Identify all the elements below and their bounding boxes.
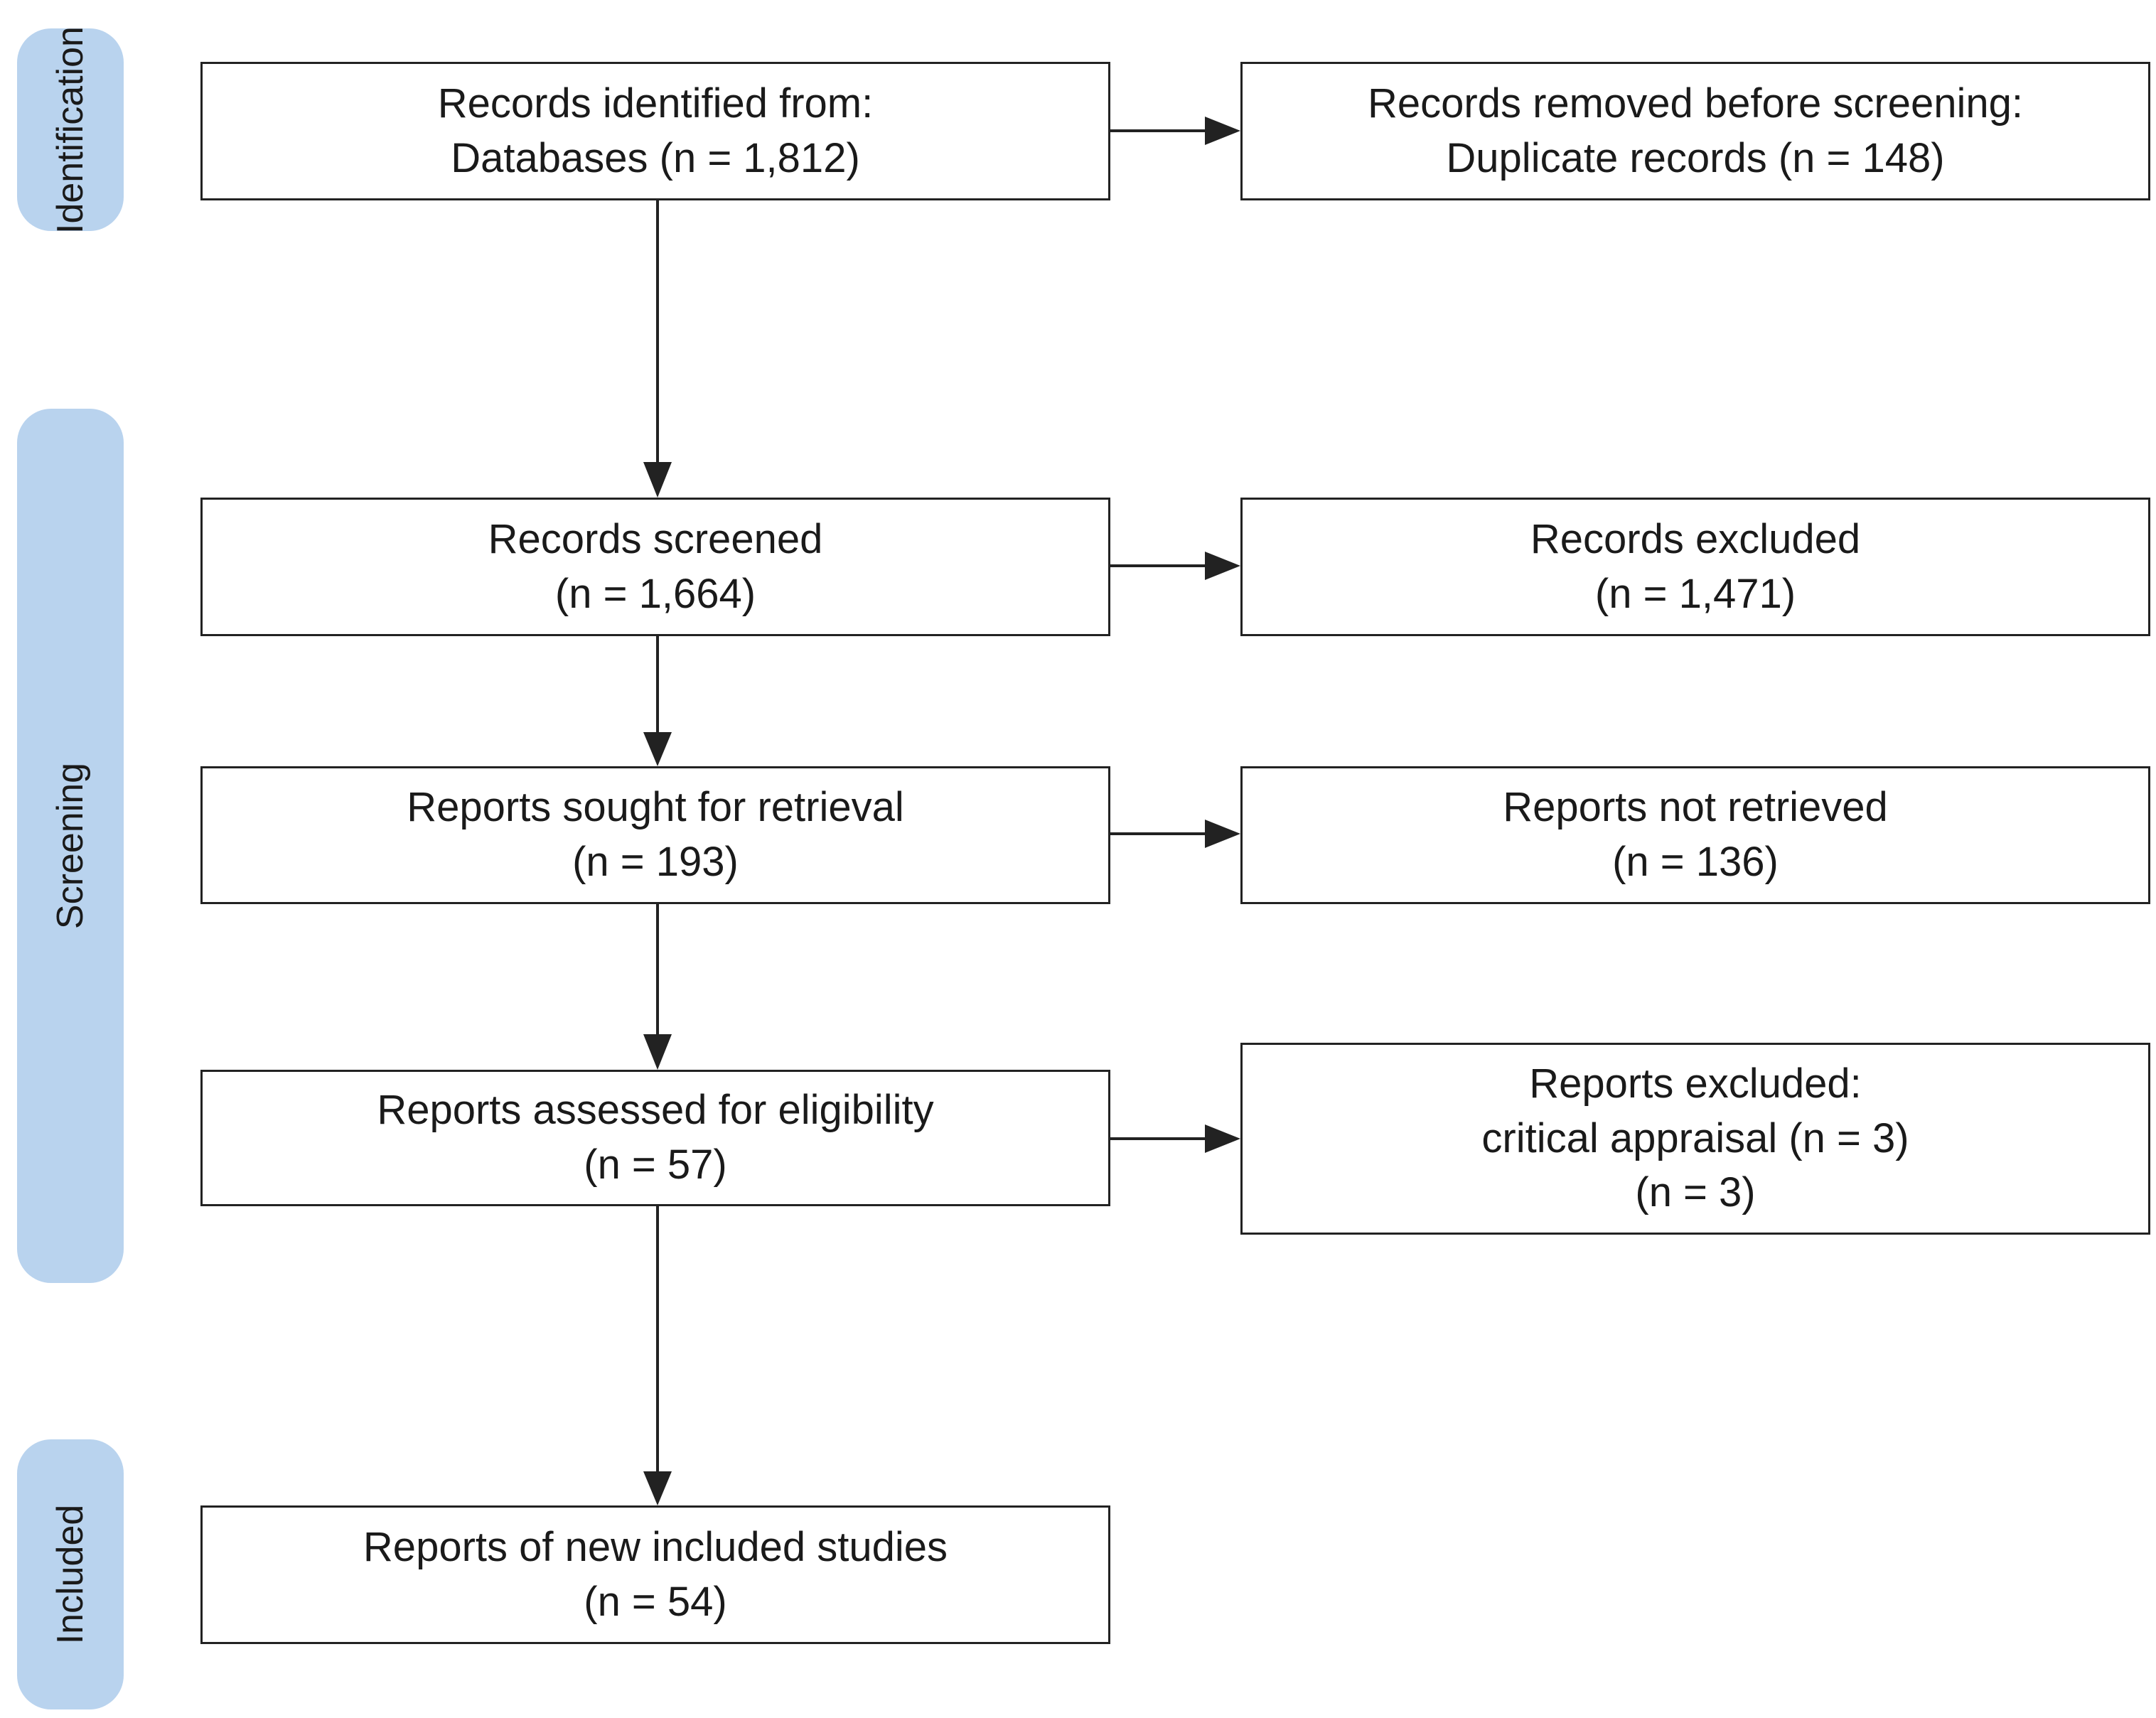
reports-sought-line1: Reports sought for retrieval bbox=[407, 784, 904, 831]
phase-identification: Identification bbox=[17, 26, 124, 233]
arrowhead-right-2 bbox=[1205, 552, 1240, 580]
records-identified-line1: Records identified from: bbox=[437, 80, 874, 127]
records-excluded-line1: Records excluded bbox=[1530, 515, 1861, 562]
arrowhead-right-4 bbox=[1205, 1124, 1240, 1153]
records-excluded-line2: (n = 1,471) bbox=[1594, 570, 1796, 617]
reports-not-retrieved-line1: Reports not retrieved bbox=[1503, 784, 1888, 831]
reports-assessed-line1: Reports assessed for eligibility bbox=[377, 1087, 934, 1134]
arrowhead-down-3 bbox=[643, 1034, 672, 1070]
reports-excluded-line1: Reports excluded: bbox=[1529, 1061, 1862, 1107]
phase-included: Included bbox=[17, 1439, 124, 1709]
reports-assessed-line2: (n = 57) bbox=[584, 1142, 727, 1188]
records-removed-line1: Records removed before screening: bbox=[1367, 80, 2024, 127]
records-removed-box: Records removed before screening: Duplic… bbox=[1240, 62, 2150, 200]
arrowhead-down-2 bbox=[643, 732, 672, 766]
reports-included-line2: (n = 54) bbox=[584, 1578, 727, 1625]
records-excluded-box: Records excluded (n = 1,471) bbox=[1240, 498, 2150, 636]
phase-screening: Screening bbox=[17, 409, 124, 1283]
records-screened-line2: (n = 1,664) bbox=[554, 570, 756, 617]
reports-excluded-line3: (n = 3) bbox=[1635, 1169, 1756, 1216]
arrowhead-right-3 bbox=[1205, 820, 1240, 848]
arrowhead-right-1 bbox=[1205, 117, 1240, 145]
reports-not-retrieved-box: Reports not retrieved (n = 136) bbox=[1240, 766, 2150, 904]
reports-included-box: Reports of new included studies (n = 54) bbox=[200, 1505, 1110, 1644]
reports-sought-box: Reports sought for retrieval (n = 193) bbox=[200, 766, 1110, 904]
reports-excluded-box: Reports excluded: critical appraisal (n … bbox=[1240, 1043, 2150, 1235]
reports-sought-line2: (n = 193) bbox=[572, 839, 739, 885]
records-identified-box: Records identified from: Databases (n = … bbox=[200, 62, 1110, 200]
records-screened-line1: Records screened bbox=[488, 515, 823, 562]
arrowhead-down-4 bbox=[643, 1471, 672, 1505]
arrowhead-down-1 bbox=[643, 462, 672, 498]
records-identified-line2: Databases (n = 1,812) bbox=[451, 134, 860, 181]
reports-assessed-box: Reports assessed for eligibility (n = 57… bbox=[200, 1070, 1110, 1206]
reports-excluded-line2: critical appraisal (n = 3) bbox=[1481, 1115, 1909, 1161]
records-screened-box: Records screened (n = 1,664) bbox=[200, 498, 1110, 636]
reports-not-retrieved-line2: (n = 136) bbox=[1612, 839, 1779, 885]
records-removed-line2: Duplicate records (n = 148) bbox=[1446, 134, 1945, 181]
reports-included-line1: Reports of new included studies bbox=[363, 1523, 948, 1570]
